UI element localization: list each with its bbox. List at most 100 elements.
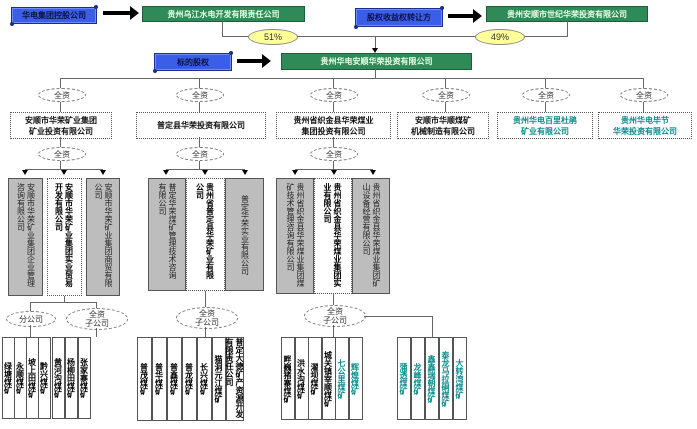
mine-box[interactable]: 濯坝煤矿 xyxy=(308,337,322,420)
company-line: 集团投资有限公司 xyxy=(301,125,366,136)
level1-company-box[interactable]: 安顺市华顺煤矿机械制造有限公司 xyxy=(397,112,489,139)
arrow-down-icon xyxy=(61,170,67,175)
mine-box[interactable]: 猫洞元江煤矿 xyxy=(212,337,226,421)
mine-box[interactable]: 大转湾煤矿 xyxy=(453,337,467,420)
mine-box[interactable]: 辉煌煤矿 xyxy=(348,337,363,420)
level2-sub-box[interactable]: 普定华荣实业有限公司 xyxy=(225,178,264,291)
mine-name: 永顺煤矿 xyxy=(15,362,26,394)
mine-box[interactable]: 洪水沟煤矿 xyxy=(294,337,309,420)
mine-box[interactable]: 龙峰煤矿 xyxy=(411,337,425,420)
mine-box[interactable]: 杨柳田煤矿 xyxy=(65,337,78,419)
ownership-text: 全资 xyxy=(54,90,70,100)
connector xyxy=(64,296,65,302)
pct-shiji-badge: 49% xyxy=(475,29,525,45)
oval-line: 子公司 xyxy=(195,318,219,327)
level2-sub-box[interactable]: 贵州省织金县华荣煤业集团矿山设备经营有限公司 xyxy=(352,178,390,294)
level2-sub-box[interactable]: 安顺市华荣矿业集团企业管理咨询有限公司 xyxy=(8,178,43,296)
mine-box[interactable]: 泰龙马拉硐煤矿 xyxy=(439,337,453,420)
mine-name: 普鑫煤矿 xyxy=(169,363,180,395)
arrow-down-icon xyxy=(163,170,169,175)
level2-sub-box[interactable]: 贵州省普定县华荣矿业有限公司 xyxy=(186,178,225,291)
subsidiary-oval: 全资子公司 xyxy=(176,307,238,329)
mine-name: 黔兴煤矿 xyxy=(39,362,50,394)
branch-text: 分公司 xyxy=(19,314,43,324)
level2-sub-box[interactable]: 安顺市华荣矿业集团实业贸易开发有限公司 xyxy=(47,178,82,296)
level2-sub-box[interactable]: 安顺市华荣矿业集团商贸有限公司 xyxy=(86,178,120,296)
mine-box[interactable]: 普龙煤矿 xyxy=(182,337,197,421)
mine-name: 七公里煤矿 xyxy=(337,358,347,399)
target-company[interactable]: 贵州华电安顺华荣投资有限公司 xyxy=(281,53,472,70)
level1-company-box[interactable]: 贵州省织金县华荣煤业集团投资有限公司 xyxy=(276,112,391,139)
arrow-down-icon xyxy=(372,48,378,53)
mine-box[interactable]: 普茂煤矿 xyxy=(137,337,152,421)
company-line: 贵州华电百里杜鹃 xyxy=(513,114,577,125)
ownership-oval: 全资 xyxy=(176,147,224,161)
company-line: 安顺市华荣矿业集团 xyxy=(25,114,97,125)
mine-name: 城关镇宰顺煤矿 xyxy=(323,350,334,407)
level2-sub-box[interactable]: 普定华荣煤矿管理技术咨询有限公司 xyxy=(148,178,186,291)
connector xyxy=(30,302,31,311)
ownership-oval: 全资 xyxy=(620,88,668,102)
mine-box[interactable]: 黔兴煤矿 xyxy=(38,337,51,419)
mine-box[interactable]: 张家寨煤矿 xyxy=(78,337,91,419)
mine-name: 龙峰煤矿 xyxy=(413,362,423,395)
pct-wujiang-badge: 51% xyxy=(248,29,298,45)
ownership-oval: 全资 xyxy=(310,88,358,102)
connector xyxy=(25,169,103,170)
mine-box[interactable]: 城关镇宰顺煤矿 xyxy=(321,337,336,420)
connector xyxy=(295,169,373,170)
ownership-oval: 全资 xyxy=(522,88,570,102)
mine-box[interactable]: 七公里煤矿 xyxy=(335,337,349,420)
ownership-oval: 全资 xyxy=(176,88,224,102)
mine-box[interactable]: 普定大德矿产资源开发有限责任公司 xyxy=(225,337,245,421)
company-line: 矿业投资有限公司 xyxy=(29,125,93,136)
ownership-oval: 全资 xyxy=(310,147,358,161)
connector xyxy=(222,20,223,36)
ownership-text: 全资 xyxy=(326,90,342,100)
connector xyxy=(222,36,568,37)
arrow-down-icon xyxy=(331,170,337,175)
level2-sub-box[interactable]: 贵州省织金县华荣煤业集团实业有限公司 xyxy=(314,178,352,294)
mine-box[interactable]: 黄河沟煤矿 xyxy=(52,337,65,419)
oval-line: 子公司 xyxy=(85,319,109,328)
mine-box[interactable]: 鑫鑫瑞朝煤矿 xyxy=(425,337,439,420)
mine-name: 洪水沟煤矿 xyxy=(296,358,307,399)
branch-oval: 分公司 xyxy=(6,311,56,327)
mine-name: 濯坝煤矿 xyxy=(310,362,320,395)
level1-company-box[interactable]: 普定县华荣投资有限公司 xyxy=(136,112,266,139)
mine-box[interactable]: 蒲透煤矿 xyxy=(397,337,411,420)
arrow-down-icon xyxy=(22,170,28,175)
mine-name: 蒲透煤矿 xyxy=(399,362,409,395)
mine-name: 畔巍猪寨煤矿 xyxy=(283,354,293,403)
level2-sub-box[interactable]: 贵州省织金县华荣煤业集团煤矿技术管理咨询有限公司 xyxy=(276,178,314,294)
mine-name: 鑫鑫瑞朝煤矿 xyxy=(427,354,437,403)
ownership-text: 全资 xyxy=(192,90,208,100)
oval-line: 全资 xyxy=(199,309,215,318)
mine-name: 大转湾煤矿 xyxy=(455,358,465,399)
ownership-text: 全资 xyxy=(636,90,652,100)
ownership-text: 全资 xyxy=(438,90,454,100)
sub-text: 贵州省普定县华荣矿业有限公司 xyxy=(195,183,216,279)
pct-wujiang-text: 51% xyxy=(263,32,282,42)
wujiang-company[interactable]: 贵州乌江水电开发有限责任公司 xyxy=(142,6,305,22)
sub-text: 贵州省织金县华荣煤业集团煤矿技术管理咨询有限公司 xyxy=(286,183,305,287)
mine-box[interactable]: 长兴煤矿 xyxy=(197,337,212,421)
connector xyxy=(30,325,31,337)
oval-line: 子公司 xyxy=(323,316,347,325)
level1-company-box[interactable]: 贵州华电百里杜鹃矿业有限公司 xyxy=(497,112,593,139)
ownership-text: 全资 xyxy=(326,149,342,159)
mine-box[interactable]: 普鑫煤矿 xyxy=(167,337,182,421)
mine-box[interactable]: 普华煤矿 xyxy=(152,337,167,421)
arrow-down-icon xyxy=(292,170,298,175)
mine-box[interactable]: 畔巍猪寨煤矿 xyxy=(281,337,295,420)
shiji-company-text: 贵州安顺市世纪华荣投资有限公司 xyxy=(507,8,627,19)
mine-name: 普华煤矿 xyxy=(154,363,165,395)
level1-company-box[interactable]: 贵州华电毕节华荣投资有限公司 xyxy=(598,112,692,139)
oval-line: 全资 xyxy=(327,307,343,316)
connector xyxy=(205,327,206,337)
ownership-oval: 全资 xyxy=(38,88,86,102)
mine-name: 坡上田煤矿 xyxy=(27,358,38,398)
connector xyxy=(166,169,245,170)
company-line: 普定县华荣投资有限公司 xyxy=(157,120,245,130)
level1-company-box[interactable]: 安顺市华荣矿业集团矿业投资有限公司 xyxy=(10,112,112,139)
